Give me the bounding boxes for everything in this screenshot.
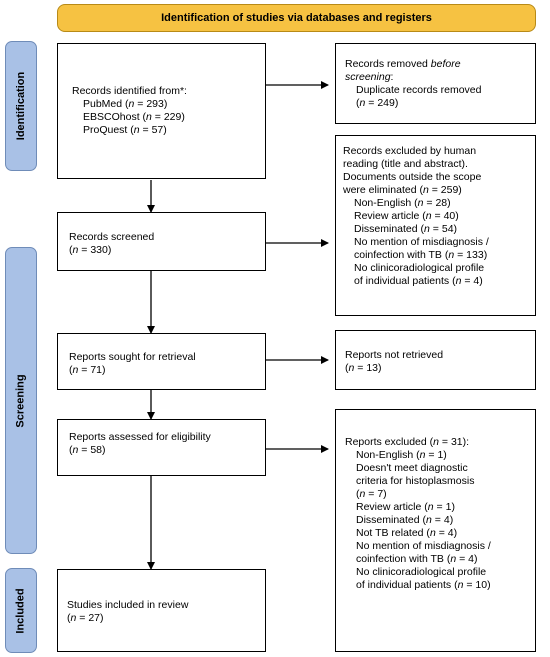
screened-count: (n = 330) <box>69 244 112 256</box>
assessed-count: (n = 58) <box>69 444 106 456</box>
reports-excluded-not-tb: Not TB related (n = 4) <box>356 527 458 539</box>
records-identified-box: Records identified from*: PubMed (n = 29… <box>57 43 266 179</box>
reports-not-retrieved-box: Reports not retrieved (n = 13) <box>335 330 536 390</box>
reports-excluded-diag-3: (n = 7) <box>356 488 387 500</box>
not-retrieved-count: (n = 13) <box>345 362 382 374</box>
reports-excluded-heading: Reports excluded (n = 31): <box>345 436 470 448</box>
excluded-misdiagnosis-2: coinfection with TB (n = 133) <box>354 249 488 261</box>
excluded-clinico-1: No clinicoradiological profile <box>354 262 485 274</box>
excluded-clinico-2: of individual patients (n = 4) <box>354 275 483 287</box>
excluded-line-3: Documents outside the scope <box>343 171 482 183</box>
excluded-disseminated: Disseminated (n = 54) <box>354 223 458 235</box>
phase-identification: Identification <box>5 41 37 171</box>
excluded-line-2: reading (title and abstract). <box>343 158 468 170</box>
records-screened-box: Records screened (n = 330) <box>57 212 266 271</box>
identified-heading: Records identified from*: <box>72 85 187 97</box>
reports-excluded-clinico-2: of individual patients (n = 10) <box>356 579 491 591</box>
sought-count: (n = 71) <box>69 364 106 376</box>
removed-heading-1: Records removed before <box>345 58 461 70</box>
included-heading: Studies included in review <box>67 599 189 611</box>
reports-excluded-non-english: Non-English (n = 1) <box>356 449 447 461</box>
source-ebscohost: EBSCOhost (n = 229) <box>83 111 185 123</box>
excluded-non-english: Non-English (n = 28) <box>354 197 451 209</box>
removed-duplicates-count: (n = 249) <box>356 97 399 109</box>
reports-excluded-box: Reports excluded (n = 31): Non-English (… <box>335 409 536 652</box>
removed-duplicates: Duplicate records removed <box>356 84 482 96</box>
not-retrieved-heading: Reports not retrieved <box>345 349 444 361</box>
assessed-heading: Reports assessed for eligibility <box>69 431 211 443</box>
banner-title: Identification of studies via databases … <box>161 12 432 24</box>
excluded-misdiagnosis-1: No mention of misdiagnosis / <box>354 236 489 248</box>
phase-included: Included <box>5 568 37 653</box>
reports-excluded-disseminated: Disseminated (n = 4) <box>356 514 454 526</box>
records-removed-box: Records removed before screening: Duplic… <box>335 43 536 124</box>
reports-excluded-clinico-1: No clinicoradiological profile <box>356 566 487 578</box>
excluded-review-article: Review article (n = 40) <box>354 210 459 222</box>
reports-assessed-box: Reports assessed for eligibility (n = 58… <box>57 419 266 476</box>
records-excluded-box: Records excluded by human reading (title… <box>335 135 536 316</box>
screened-heading: Records screened <box>69 231 155 243</box>
excluded-eliminated: were eliminated (n = 259) <box>343 184 462 196</box>
header-banner: Identification of studies via databases … <box>57 4 536 32</box>
sought-heading: Reports sought for retrieval <box>69 351 196 363</box>
studies-included-box: Studies included in review (n = 27) <box>57 569 266 652</box>
reports-excluded-misdiagnosis-2: coinfection with TB (n = 4) <box>356 553 478 565</box>
included-count: (n = 27) <box>67 612 104 624</box>
reports-excluded-misdiagnosis-1: No mention of misdiagnosis / <box>356 540 491 552</box>
reports-excluded-review-article: Review article (n = 1) <box>356 501 455 513</box>
source-pubmed: PubMed (n = 293) <box>83 98 168 110</box>
reports-excluded-diag-2: criteria for histoplasmosis <box>356 475 475 487</box>
excluded-line-1: Records excluded by human <box>343 145 477 157</box>
source-proquest: ProQuest (n = 57) <box>83 124 167 136</box>
removed-heading-2: screening: <box>345 71 394 83</box>
reports-excluded-diag-1: Doesn't meet diagnostic <box>356 462 468 474</box>
reports-sought-box: Reports sought for retrieval (n = 71) <box>57 333 266 390</box>
phase-screening: Screening <box>5 247 37 554</box>
